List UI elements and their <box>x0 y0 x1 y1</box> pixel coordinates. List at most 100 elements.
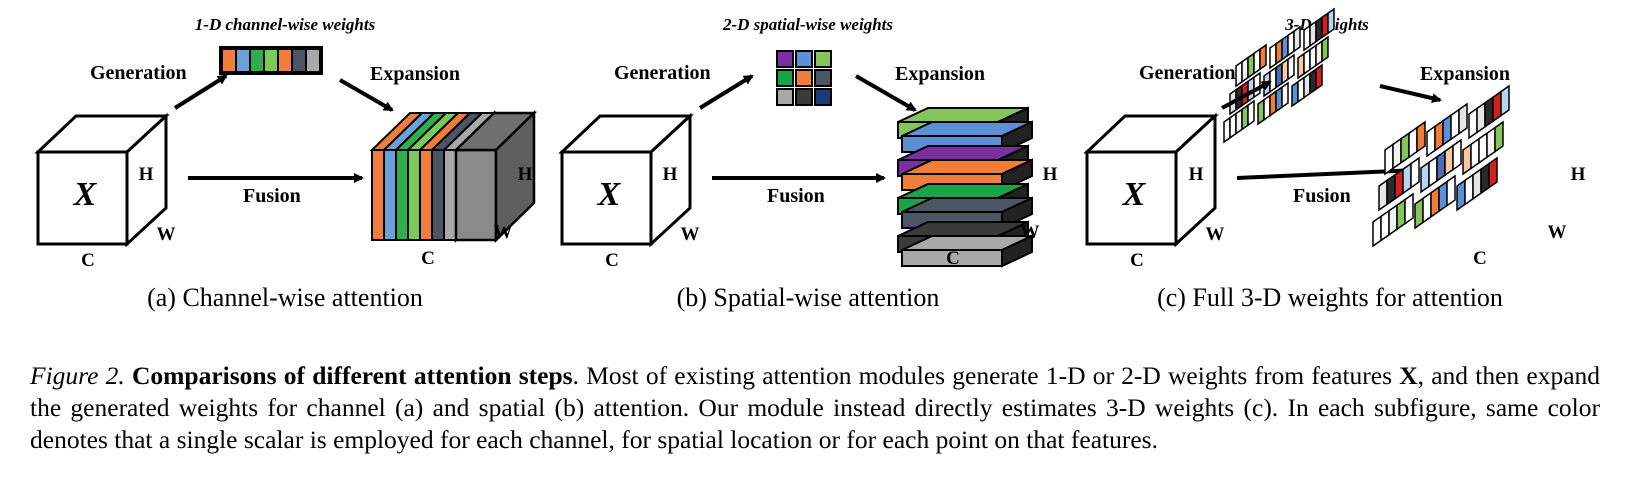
strip-cell <box>1275 61 1283 90</box>
panel-b-fusion-label: Fusion <box>767 185 825 207</box>
panel-a: 1-D channel-wise weights Generation Expa… <box>34 15 538 312</box>
strip-cell <box>1436 149 1446 183</box>
strip-cell <box>1426 124 1436 158</box>
panel-a-generation-arrow <box>173 74 228 110</box>
panel-c-input-cube <box>1083 112 1219 248</box>
strip-cell <box>1484 95 1494 129</box>
strip-cell <box>1281 33 1289 62</box>
panel-c-generation-label: Generation <box>1139 62 1236 84</box>
grid-cell <box>776 50 794 68</box>
strip-cell <box>1456 178 1466 212</box>
strip-cell <box>1494 120 1504 154</box>
grid-cell <box>776 69 794 87</box>
strip-cell <box>1269 89 1277 118</box>
panel-a-cube-h: H <box>139 164 154 185</box>
panel-c-cube-w: W <box>1206 224 1225 245</box>
strip-cell <box>1486 126 1496 159</box>
panel-a-caption: (a) Channel-wise attention <box>147 283 423 312</box>
panel-a-input-cube <box>34 112 170 248</box>
panel-a-fusion-label: Fusion <box>243 185 301 207</box>
panel-b-caption: (b) Spatial-wise attention <box>677 283 940 312</box>
strip-cell <box>1444 144 1454 177</box>
panel-a-expansion-label: Expansion <box>370 63 460 85</box>
caption-symbol: X <box>1399 361 1418 390</box>
panel-b: 2-D spatial-wise weights Generation Expa… <box>558 15 1058 312</box>
panel-b-cube-h: H <box>663 164 678 185</box>
panel-c-cube-h: H <box>1189 164 1204 185</box>
grey-side <box>494 110 536 243</box>
panel-a-weights-label: 1-D channel-wise weights <box>195 15 376 34</box>
slice-front <box>443 149 457 241</box>
panel-b-expansion-arrow <box>855 74 917 112</box>
panel-c: 3-D weights Generation Expansion Fusion … <box>1083 7 1586 312</box>
panel-a-cube-symbol: X <box>73 176 98 213</box>
strip-cell <box>1315 15 1323 44</box>
panel-a-out-h: H <box>518 164 533 185</box>
panel-b-generation-arrow <box>698 74 754 110</box>
strip-cell <box>1303 24 1311 52</box>
panel-b-cube-symbol: X <box>597 176 622 213</box>
slice-front <box>383 149 397 241</box>
slice-front <box>407 149 421 241</box>
panel-c-out-h: H <box>1571 164 1586 185</box>
strip-cell <box>1380 209 1390 242</box>
slice-front <box>371 149 385 241</box>
strip-cell <box>1293 25 1301 53</box>
strip-cell <box>1492 90 1502 123</box>
panel-b-output-stack <box>897 106 1033 268</box>
strip-cell <box>1321 11 1329 39</box>
strip-cell <box>1446 174 1456 208</box>
strip-cell <box>1458 102 1468 136</box>
weight-cell <box>263 48 279 73</box>
strip-cell <box>1235 107 1243 136</box>
caption-text-1: . Most of existing attention modules gen… <box>572 361 1400 390</box>
weight-cell <box>235 48 251 73</box>
weight-cell <box>305 48 321 73</box>
panel-b-out-w: W <box>1021 222 1040 243</box>
strip-cell <box>1253 71 1261 99</box>
strip-cell <box>1247 99 1255 127</box>
strip-cell <box>1378 178 1388 212</box>
panel-c-caption: (c) Full 3-D weights for attention <box>1157 283 1503 312</box>
strip-cell <box>1275 85 1283 113</box>
strip-cell <box>1297 52 1305 80</box>
panel-b-weights-label: 2-D spatial-wise weights <box>722 15 893 34</box>
slab-side <box>1001 234 1033 268</box>
weight-bar-frame <box>219 46 323 75</box>
strip-cell <box>1408 126 1418 159</box>
strip-cell <box>1269 42 1277 70</box>
panel-b-expansion-label: Expansion <box>895 63 985 85</box>
strip-cell <box>1269 66 1277 94</box>
strip-cell <box>1422 191 1432 224</box>
strip-cell <box>1303 48 1311 76</box>
caption-text-2: , and then expand the generated weights … <box>30 361 1601 454</box>
slice-front <box>431 149 445 241</box>
grid-cell <box>776 88 794 106</box>
strip-cell <box>1468 106 1478 140</box>
strip-cell <box>1452 138 1462 172</box>
strip-cell <box>1287 53 1295 81</box>
strip-cell <box>1410 156 1420 190</box>
grid-cell <box>795 88 813 106</box>
strip-cell <box>1229 112 1237 140</box>
grid-cell <box>795 69 813 87</box>
figure-label: Figure 2. <box>30 361 125 390</box>
strip-cell <box>1241 103 1249 131</box>
panel-c-expansion-label: Expansion <box>1420 63 1510 85</box>
strip-cell <box>1321 35 1329 63</box>
weight-cell <box>221 48 237 73</box>
strip-cell <box>1235 60 1243 88</box>
panel-a-out-c: C <box>421 248 435 269</box>
strip-cell <box>1500 84 1510 118</box>
panel-c-generation-arrow <box>1221 80 1272 110</box>
strip-cell <box>1392 137 1402 170</box>
strip-cell <box>1309 67 1317 95</box>
strip-cell <box>1476 101 1486 134</box>
strip-cell <box>1464 173 1474 206</box>
strip-cell <box>1247 51 1255 80</box>
strip-cell <box>1386 173 1396 206</box>
strip-cell <box>1400 131 1410 165</box>
panel-c-output-strips <box>1372 84 1510 248</box>
strip-cell <box>1428 155 1438 188</box>
strip-cell <box>1442 113 1452 147</box>
